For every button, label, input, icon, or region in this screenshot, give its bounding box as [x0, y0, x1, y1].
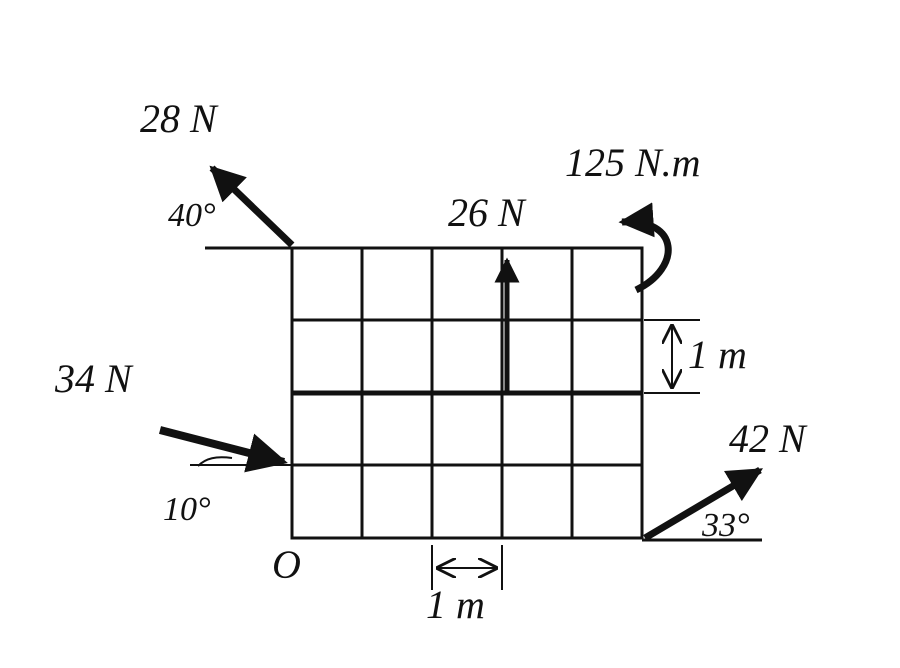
angle-arc-10: [197, 456, 233, 467]
force-arrow-28n: [209, 165, 295, 248]
label-force-28n: 28 N: [140, 96, 219, 141]
label-force-26n: 26 N: [448, 190, 527, 235]
plate-grid: [290, 246, 644, 540]
label-dimension-vertical: 1 m: [688, 332, 747, 377]
label-force-34n: 34 N: [54, 356, 134, 401]
label-origin: O: [272, 542, 301, 587]
label-moment-125nm: 125 N.m: [565, 140, 701, 185]
label-dimension-horizontal: 1 m: [426, 582, 485, 627]
dimension-vertical-1m: [644, 319, 700, 394]
label-angle-10: 10°: [163, 491, 211, 528]
label-angle-33: 33°: [701, 507, 750, 544]
force-arrow-34n: [159, 426, 288, 473]
force-arrow-42n: [643, 466, 764, 542]
moment-arrow: [618, 202, 672, 294]
label-angle-40: 40°: [168, 197, 216, 234]
label-force-42n: 42 N: [729, 416, 808, 461]
dimension-horizontal-1m: [431, 545, 503, 590]
